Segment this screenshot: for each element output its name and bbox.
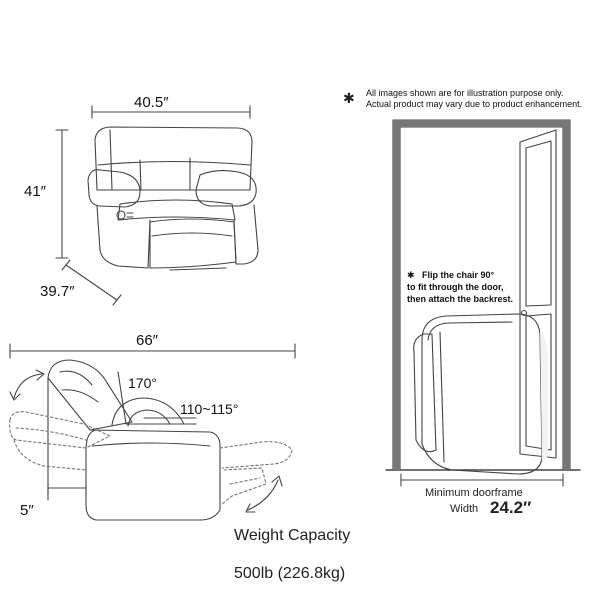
flip-instruction-line-3: then attach the backrest. <box>407 294 514 304</box>
flip-instruction-line-2: to fit through the door, <box>407 282 504 292</box>
doorframe-label: Minimum doorframe <box>425 487 523 499</box>
back-angle-label: 170° <box>128 375 157 391</box>
door-frame-fill <box>393 120 570 470</box>
disclaimer-line-2: Actual product may vary due to product e… <box>366 99 583 109</box>
flip-instruction-line-1: Flip the chair 90° <box>422 270 495 280</box>
depth-dimension-label: 39.7″ <box>40 283 75 300</box>
flip-asterisk-icon: ✱ <box>407 270 415 280</box>
recliner-side-view <box>9 343 296 521</box>
recline-angle-label: 110~115° <box>180 401 239 417</box>
weight-capacity-title: Weight Capacity <box>234 527 351 544</box>
reclined-length-label: 66″ <box>136 332 158 349</box>
weight-capacity-value: 500lb (226.8kg) <box>234 565 346 582</box>
height-dimension-label: 41″ <box>24 183 46 200</box>
width-dimension-label: 40.5″ <box>134 94 169 111</box>
recliner-front-view <box>55 105 259 306</box>
disclaimer-line-1: All images shown are for illustration pu… <box>366 88 564 98</box>
doorframe-width-label: Width <box>450 503 479 515</box>
wall-clearance-label: 5″ <box>20 502 34 519</box>
disclaimer-asterisk-icon: ✱ <box>343 90 355 106</box>
doorframe-width-value: 24.2″ <box>490 498 532 517</box>
